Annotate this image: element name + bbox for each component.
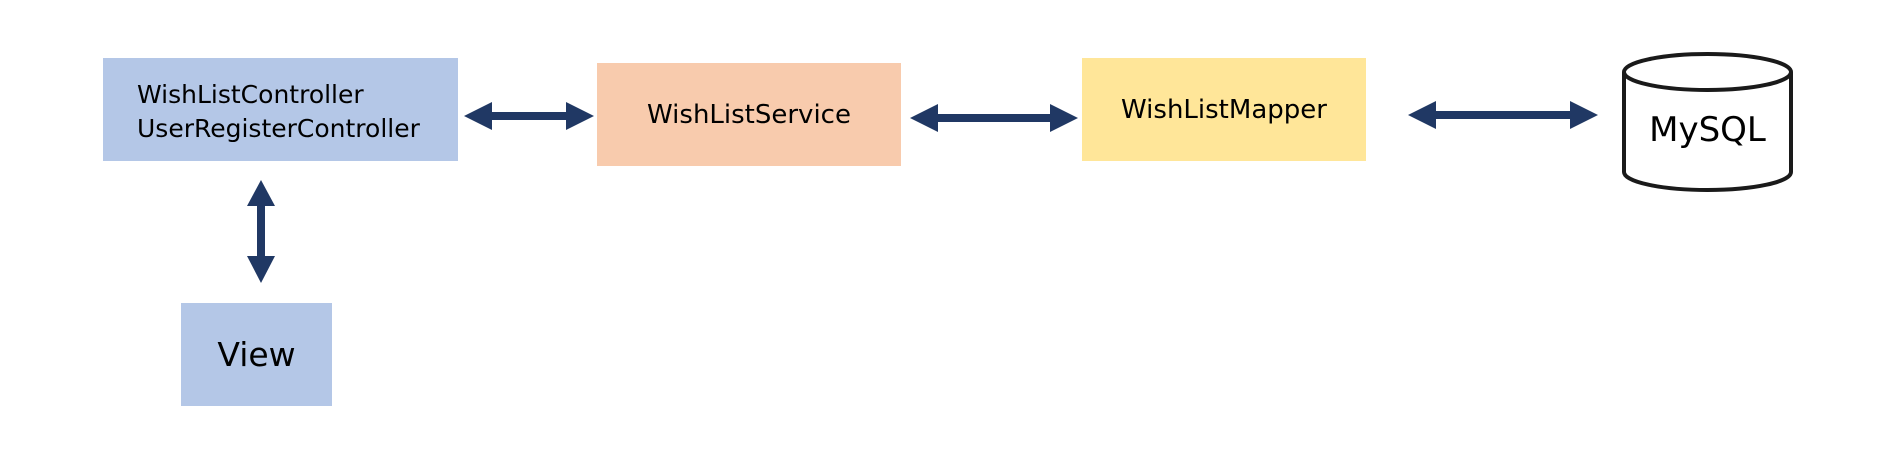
database-cylinder: MySQL	[1620, 50, 1795, 195]
database-label: MySQL	[1649, 110, 1766, 150]
service-box: WishListService	[597, 63, 901, 166]
arrow-mapper-database	[1408, 101, 1598, 129]
database-cylinder-icon	[1622, 52, 1793, 192]
mapper-label: WishListMapper	[1121, 94, 1327, 125]
view-box: View	[181, 303, 332, 406]
controller-label-line-2: UserRegisterController	[137, 114, 420, 143]
arrow-controller-view	[247, 180, 275, 283]
service-label: WishListService	[647, 99, 851, 130]
mapper-box: WishListMapper	[1082, 58, 1366, 161]
view-label: View	[217, 335, 296, 374]
controller-label-line-1: WishListController	[137, 80, 364, 109]
controller-box: WishListController UserRegisterControlle…	[103, 58, 458, 161]
arrow-controller-service	[464, 102, 594, 130]
arrow-service-mapper	[910, 104, 1078, 132]
